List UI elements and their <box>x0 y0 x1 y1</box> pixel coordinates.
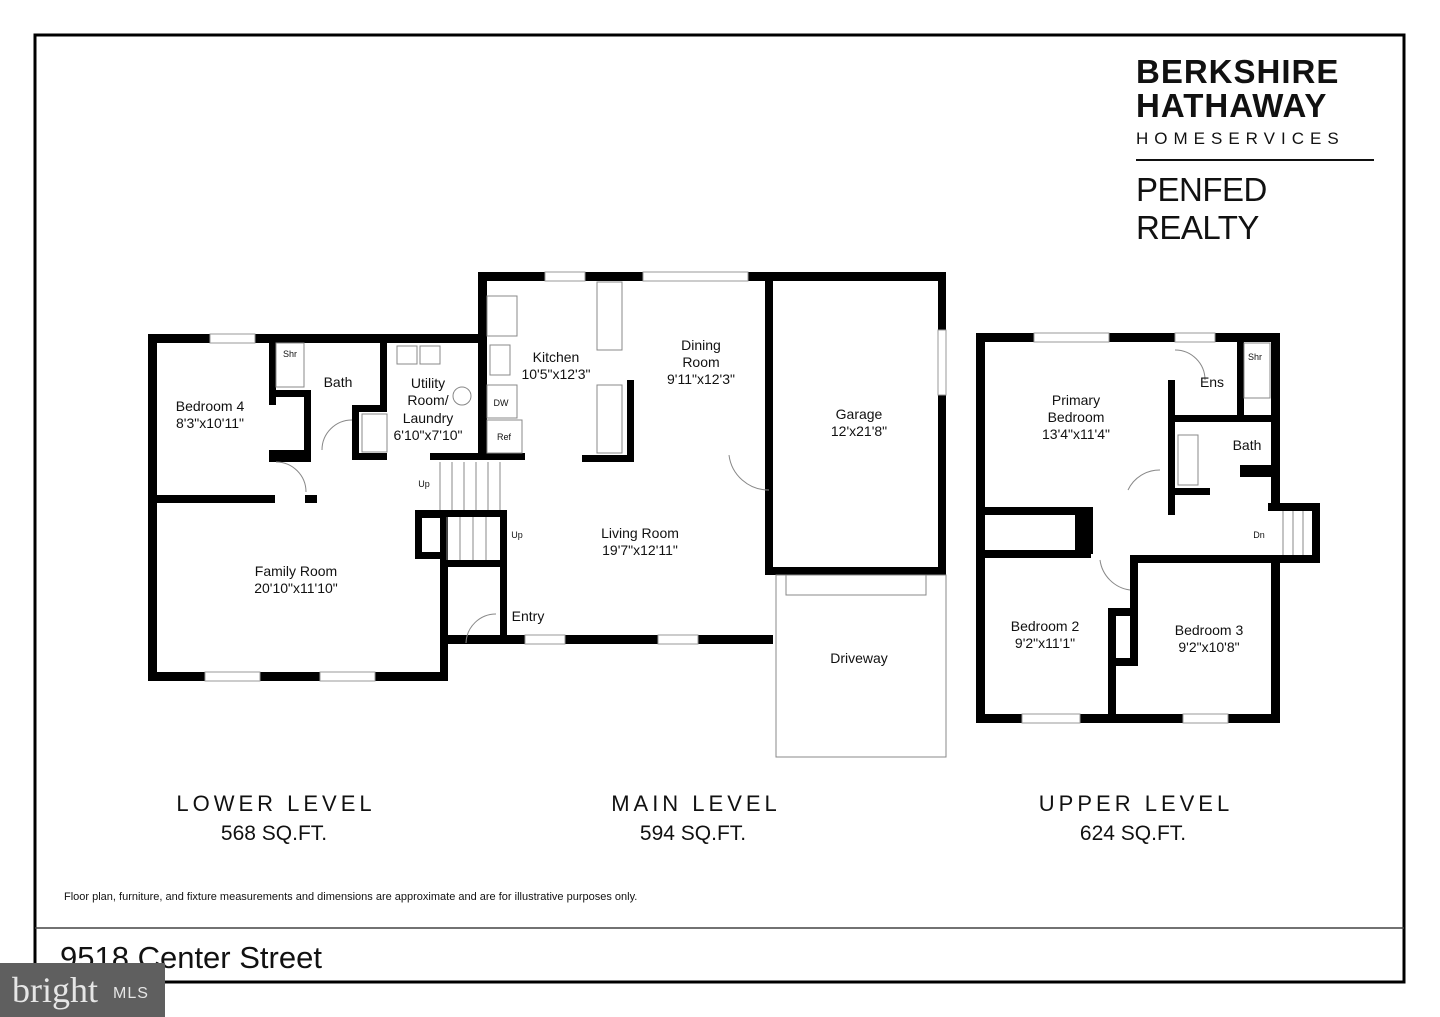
room-garage-name: Garage <box>836 406 883 422</box>
room-ensuite-name: Ens <box>1200 374 1224 390</box>
room-lower-bath-name: Bath <box>324 374 353 390</box>
room-garage-dim: 12'x21'8" <box>831 423 887 439</box>
room-kitchen-dim: 10'5"x12'3" <box>521 366 590 382</box>
bright-mls-watermark: bright MLS <box>0 963 165 1017</box>
room-bedroom4-name: Bedroom 4 <box>176 398 245 414</box>
main-stairs-up-label: Up <box>511 530 523 540</box>
room-utility-name: Utility <box>411 375 445 391</box>
room-upper-bath-name: Bath <box>1233 437 1262 453</box>
room-bedroom3-dim: 9'2"x10'8" <box>1178 639 1239 655</box>
room-primary-dim: 13'4"x11'4" <box>1042 426 1110 442</box>
room-dining-dim: 9'11"x12'3" <box>667 371 735 387</box>
room-utility-dim: 6'10"x7'10" <box>393 427 462 443</box>
room-dining-name2: Room <box>682 354 719 370</box>
room-family-dim: 20'10"x11'10" <box>254 580 338 596</box>
lower-level-title: LOWER LEVEL <box>176 791 375 816</box>
room-utility-name3: Laundry <box>403 410 454 426</box>
room-bedroom2-name: Bedroom 2 <box>1011 618 1080 634</box>
room-bedroom4-dim: 8'3"x10'11" <box>176 415 244 431</box>
upper-shower-label: Shr <box>1248 352 1262 362</box>
room-utility-name2: Room/ <box>407 392 448 408</box>
upper-stairs-down-label: Dn <box>1253 530 1265 540</box>
driveway-label: Driveway <box>830 650 888 666</box>
brand-line4: PENFED REALTY <box>1136 171 1267 246</box>
brand-line2: HATHAWAY <box>1136 87 1328 124</box>
brand-logo: BERKSHIRE HATHAWAY HOMESERVICES PENFED R… <box>1136 55 1396 247</box>
main-level-title: MAIN LEVEL <box>611 791 781 816</box>
room-living-dim: 19'7"x12'11" <box>602 542 678 558</box>
lower-level-plan <box>148 333 525 682</box>
room-dining-name: Dining <box>681 337 721 353</box>
upper-level-plan <box>976 332 1320 724</box>
dishwasher-label: DW <box>494 398 509 408</box>
upper-level-title: UPPER LEVEL <box>1039 791 1233 816</box>
lower-level-area: 568 SQ.FT. <box>221 822 327 845</box>
lower-stairs-up-label: Up <box>418 479 430 489</box>
page-frame <box>33 33 1406 984</box>
upper-level-area: 624 SQ.FT. <box>1080 822 1186 845</box>
brand-line1: BERKSHIRE <box>1136 53 1340 90</box>
watermark-suffix: MLS <box>113 985 149 1002</box>
room-primary-name: Primary <box>1052 392 1100 408</box>
room-bedroom2-dim: 9'2"x11'1" <box>1015 635 1075 651</box>
lower-shower-label: Shr <box>283 349 297 359</box>
room-primary-name2: Bedroom <box>1048 409 1105 425</box>
disclaimer: Floor plan, furniture, and fixture measu… <box>64 891 638 903</box>
main-level-plan <box>440 271 947 758</box>
room-family-name: Family Room <box>255 563 337 579</box>
room-bedroom3-name: Bedroom 3 <box>1175 622 1244 638</box>
entry-label: Entry <box>512 608 545 624</box>
brand-line3: HOMESERVICES <box>1136 129 1374 161</box>
fridge-label: Ref <box>497 432 512 442</box>
watermark-text: bright <box>12 970 98 1010</box>
room-kitchen-name: Kitchen <box>533 349 580 365</box>
main-level-area: 594 SQ.FT. <box>640 822 746 845</box>
room-living-name: Living Room <box>601 525 679 541</box>
